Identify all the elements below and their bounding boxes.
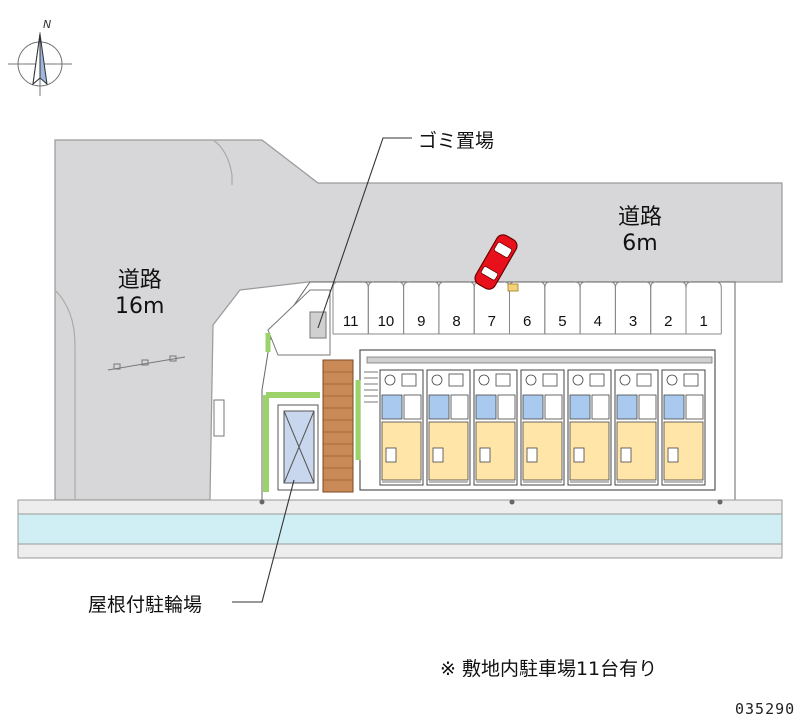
trash-area xyxy=(267,289,331,356)
parking-slot-number: 11 xyxy=(343,313,359,330)
main-road-label: 道路 16m xyxy=(115,268,164,320)
road-edge-corner xyxy=(212,139,233,185)
canal-edge-bottom xyxy=(17,543,783,559)
parking-slot-number: 3 xyxy=(629,313,637,330)
canal xyxy=(17,513,783,545)
parking-slot-number: 10 xyxy=(378,313,395,330)
brick-pattern xyxy=(323,371,353,481)
bicycle-parking-label: 屋根付駐輪場 xyxy=(88,594,203,616)
apartment-unit xyxy=(379,369,424,486)
apartment-unit xyxy=(567,369,612,486)
parking-slot-number: 2 xyxy=(664,313,672,330)
apartment-unit xyxy=(661,369,706,486)
canal-posts xyxy=(259,499,723,505)
brick-wall xyxy=(322,359,354,493)
parking-note: ※ 敷地内駐車場11台有り xyxy=(440,658,658,680)
road-edge-left xyxy=(54,289,76,500)
main-road-width: 16m xyxy=(115,294,165,319)
side-road-name: 道路 xyxy=(618,205,663,230)
road-markings xyxy=(107,355,225,437)
parking-slot-number: 9 xyxy=(417,313,425,330)
apartment-building xyxy=(359,349,716,491)
parking-slot-number: 5 xyxy=(558,313,566,330)
apartment-unit xyxy=(614,369,659,486)
canal-edge-top xyxy=(17,499,783,515)
trash-area-label: ゴミ置場 xyxy=(418,130,495,152)
apartment-unit xyxy=(426,369,471,486)
bicycle-parking xyxy=(277,404,319,491)
bicycle-callout-line xyxy=(232,479,295,603)
parking-slot-number: 6 xyxy=(523,313,531,330)
parking-slot-1: 1 xyxy=(685,281,722,334)
apartment-unit xyxy=(520,369,565,486)
trash-callout-line xyxy=(317,137,412,329)
red-car-icon xyxy=(474,234,518,290)
main-road-name: 道路 xyxy=(117,268,162,293)
parking-slot-number: 4 xyxy=(594,313,602,330)
compass-label: N xyxy=(43,18,51,31)
parking-slot-number: 8 xyxy=(452,313,460,330)
side-road-label: 道路 6m xyxy=(618,205,662,257)
property-code: 035290 xyxy=(735,700,796,718)
stairs xyxy=(364,371,378,403)
car-stop xyxy=(507,283,519,292)
compass-north-icon: N xyxy=(8,18,72,96)
hedge-left xyxy=(263,392,320,492)
side-road-width: 6m xyxy=(622,231,658,256)
parking-slot-number: 7 xyxy=(488,313,496,330)
apartment-unit xyxy=(473,369,518,486)
parking-slot-number: 1 xyxy=(699,313,707,330)
